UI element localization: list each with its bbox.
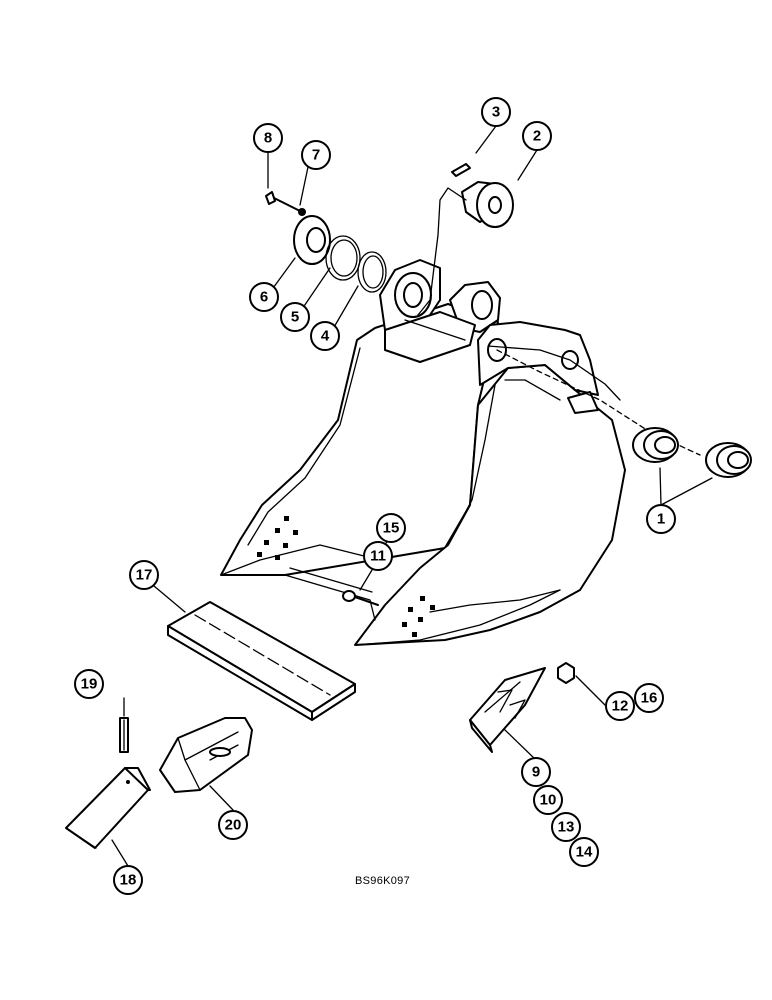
callout-14: 14 bbox=[569, 837, 599, 867]
callouts: 1 2 3 4 5 6 7 8 9 10 11 12 13 14 15 16 1… bbox=[74, 97, 676, 895]
callout-18: 18 bbox=[113, 865, 143, 895]
callout-15: 15 bbox=[376, 513, 406, 543]
bucket-body bbox=[220, 259, 701, 646]
svg-text:7: 7 bbox=[312, 147, 320, 164]
callout-4: 4 bbox=[310, 321, 340, 351]
callout-10: 10 bbox=[533, 785, 563, 815]
bushing-parts bbox=[632, 427, 752, 478]
svg-text:12: 12 bbox=[612, 698, 629, 715]
cutting-edge bbox=[167, 601, 356, 721]
svg-text:1: 1 bbox=[657, 511, 665, 528]
tooth-parts bbox=[65, 717, 253, 849]
callout-13: 13 bbox=[551, 812, 581, 842]
callout-3: 3 bbox=[481, 97, 511, 127]
callout-2: 2 bbox=[522, 121, 552, 151]
svg-text:4: 4 bbox=[321, 328, 330, 345]
callout-5: 5 bbox=[280, 302, 310, 332]
callout-11: 11 bbox=[363, 541, 393, 571]
svg-text:6: 6 bbox=[260, 289, 268, 306]
callout-6: 6 bbox=[249, 282, 279, 312]
svg-text:15: 15 bbox=[383, 520, 400, 537]
svg-text:16: 16 bbox=[641, 690, 658, 707]
svg-text:17: 17 bbox=[136, 567, 153, 584]
svg-text:18: 18 bbox=[120, 872, 137, 889]
svg-text:13: 13 bbox=[558, 819, 575, 836]
svg-text:3: 3 bbox=[492, 104, 500, 121]
callout-12: 12 bbox=[605, 691, 635, 721]
retainer-parts bbox=[265, 191, 387, 293]
callout-17: 17 bbox=[129, 560, 159, 590]
callout-16: 16 bbox=[634, 683, 664, 713]
callout-8: 8 bbox=[253, 123, 283, 153]
svg-text:11: 11 bbox=[370, 548, 386, 565]
bolt-11 bbox=[342, 590, 379, 606]
callout-1: 1 bbox=[646, 504, 676, 534]
drawing-code: BS96K097 bbox=[355, 875, 410, 887]
side-cutter bbox=[469, 662, 575, 753]
svg-text:5: 5 bbox=[291, 309, 299, 326]
svg-text:2: 2 bbox=[533, 128, 541, 145]
callout-7: 7 bbox=[301, 140, 331, 170]
svg-text:20: 20 bbox=[225, 817, 242, 834]
svg-text:14: 14 bbox=[576, 844, 593, 861]
svg-text:19: 19 bbox=[81, 676, 98, 693]
svg-text:10: 10 bbox=[540, 792, 557, 809]
callout-19: 19 bbox=[74, 669, 104, 699]
svg-text:8: 8 bbox=[264, 130, 272, 147]
pin-parts bbox=[417, 163, 514, 316]
callout-9: 9 bbox=[521, 757, 551, 787]
callout-20: 20 bbox=[218, 810, 248, 840]
svg-text:9: 9 bbox=[532, 764, 540, 781]
